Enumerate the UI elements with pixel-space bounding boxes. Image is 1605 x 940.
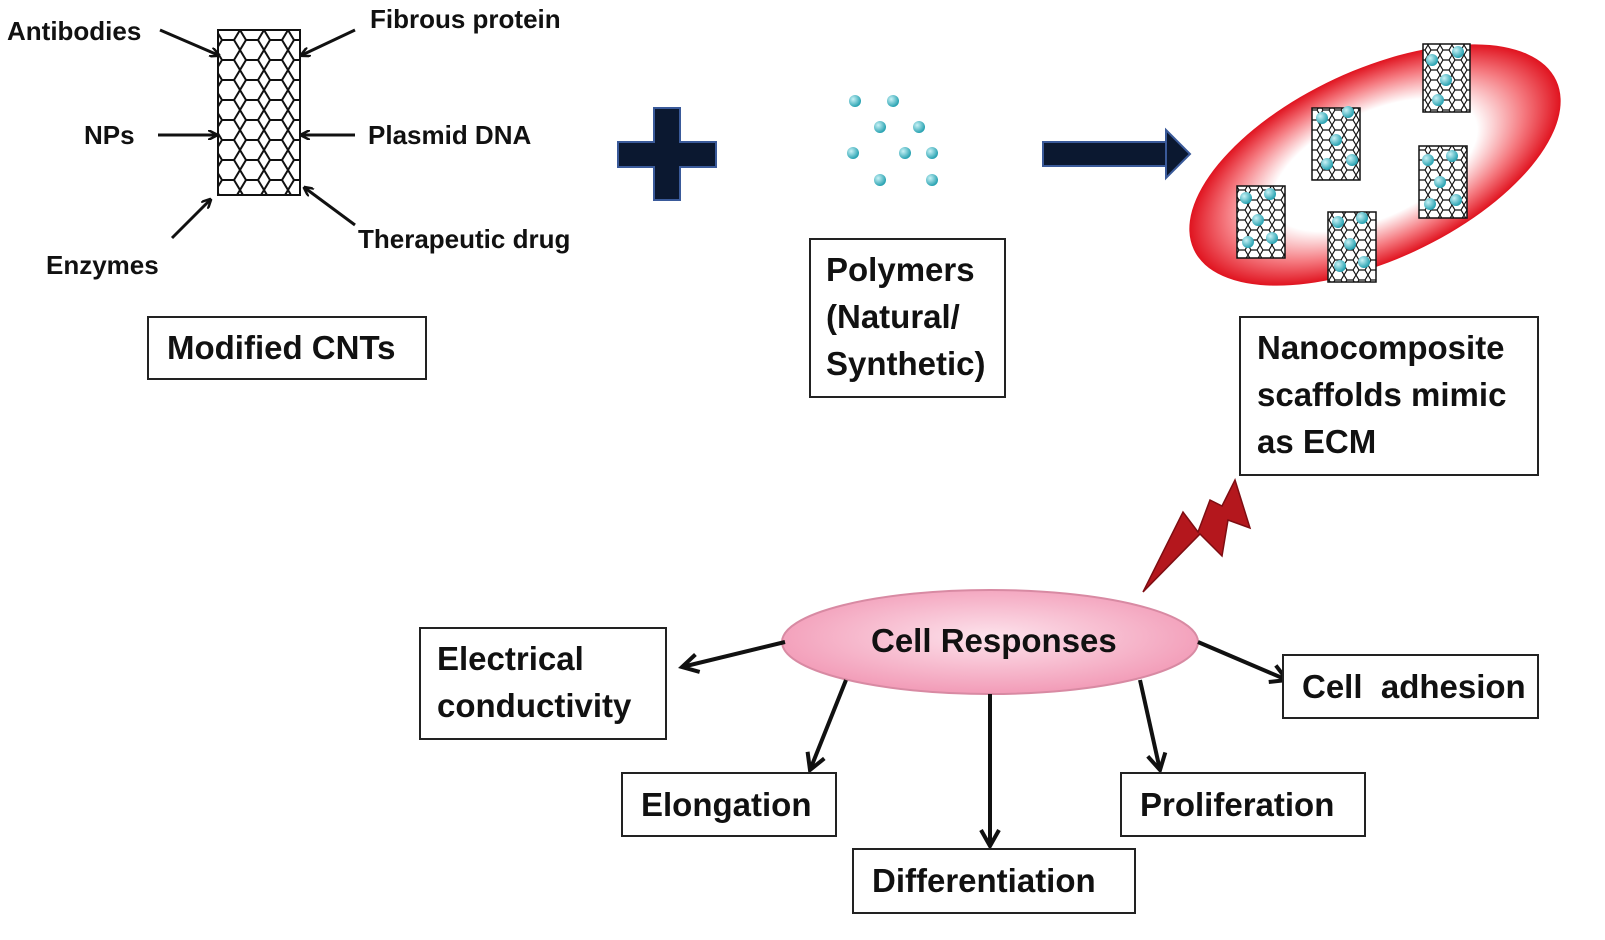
cnt-pointer-arrows (158, 28, 356, 240)
carbon-nanotube-icon (217, 29, 301, 196)
scaffold-line1: Nanocomposite (1257, 329, 1505, 366)
nanocomposite-scaffold-icon (1189, 43, 1561, 286)
polymers-box: Polymers (Natural/ Synthetic) (809, 238, 1006, 398)
elongation-box: Elongation (621, 772, 837, 837)
differentiation-label: Differentiation (872, 862, 1096, 899)
label-fibrous-protein: Fibrous protein (370, 4, 561, 34)
lightning-icon (1142, 478, 1252, 593)
modified-cnts-label: Modified CNTs (167, 329, 396, 366)
plus-icon (617, 107, 717, 201)
polymer-dots-icon (847, 95, 938, 186)
label-enzymes: Enzymes (46, 250, 159, 280)
differentiation-box: Differentiation (852, 848, 1136, 914)
cell-responses-label: Cell Responses (871, 622, 1117, 659)
scaffold-line3: as ECM (1257, 423, 1377, 460)
proliferation-box: Proliferation (1120, 772, 1366, 837)
scaffold-particles (1240, 46, 1464, 272)
electrical-line1: Electrical (437, 640, 584, 677)
cell-adhesion-box: Cell adhesion (1282, 654, 1539, 719)
electrical-conductivity-box: Electrical conductivity (419, 627, 667, 740)
scaffold-box: Nanocomposite scaffolds mimic as ECM (1239, 316, 1539, 476)
label-therapeutic-drug: Therapeutic drug (358, 224, 571, 254)
polymers-line3: Synthetic) (826, 345, 986, 382)
scaffold-line2: scaffolds mimic (1257, 376, 1507, 413)
proliferation-label: Proliferation (1140, 786, 1335, 823)
elongation-label: Elongation (641, 786, 812, 823)
polymers-line1: Polymers (826, 251, 975, 288)
label-antibodies: Antibodies (7, 16, 142, 46)
cell-adhesion-label: Cell adhesion (1302, 668, 1526, 705)
label-nps: NPs (84, 120, 135, 150)
process-arrow-icon (1042, 127, 1192, 181)
label-plasmid-dna: Plasmid DNA (368, 120, 532, 150)
electrical-line2: conductivity (437, 687, 632, 724)
response-arrows (682, 640, 1287, 846)
polymers-line2: (Natural/ (826, 298, 960, 335)
modified-cnts-box: Modified CNTs (147, 316, 427, 380)
